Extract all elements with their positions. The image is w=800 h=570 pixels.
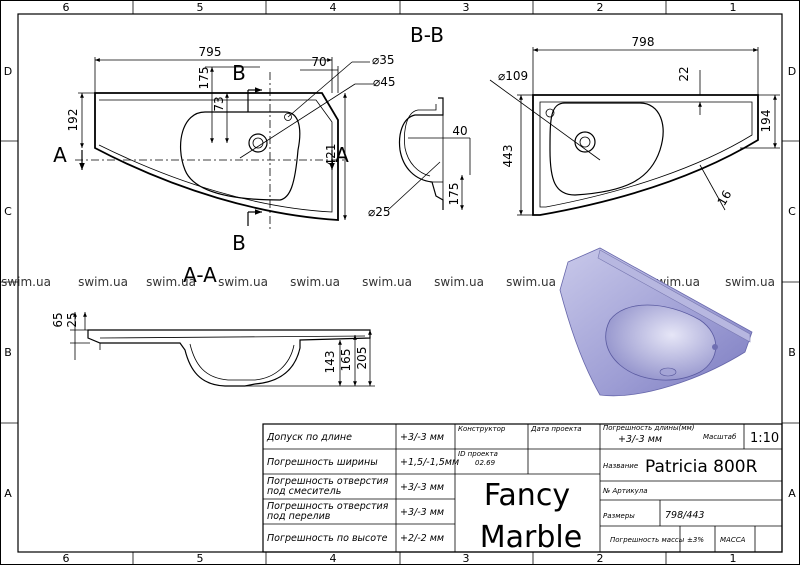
tb-project-id-label: ID проекта [458, 450, 498, 458]
dim-175-plan: 175 [197, 67, 211, 90]
grid-row-left-a: A [4, 487, 12, 500]
tb-scale-value: 1:10 [750, 431, 779, 446]
watermark-7: swim.ua [434, 275, 484, 289]
grid-col-bottom-6: 6 [63, 552, 70, 565]
tb-label-mixer-2: под смеситель [267, 486, 341, 497]
grid-row-right-c: C [788, 205, 796, 218]
tb-label-overflow-2: под перелив [267, 511, 331, 522]
grid-row-right-a: A [788, 487, 796, 500]
dim-diam-35: ⌀35 [372, 53, 395, 67]
grid-col-top-4: 4 [330, 1, 337, 14]
tb-size-label: Размеры [603, 512, 635, 520]
section-aa-title: A-A [183, 263, 217, 287]
brand-line-1: Fancy [484, 478, 570, 513]
section-mark-b-top: B [232, 61, 246, 85]
tb-value-mixer: +3/-3 мм [400, 482, 444, 493]
grid-col-top-1: 1 [730, 1, 737, 14]
grid-row-left-b: B [4, 346, 12, 359]
section-mark-a-right: A [335, 143, 349, 167]
dim-443: 443 [501, 145, 515, 168]
tb-product-name: Patricia 800R [645, 457, 758, 477]
plan-view-left [75, 57, 374, 230]
watermark-8: swim.ua [506, 275, 556, 289]
sink-3d-render [559, 247, 753, 397]
dim-192: 192 [66, 109, 80, 132]
tb-scale-label: Масштаб [703, 433, 737, 441]
watermark-4: swim.ua [218, 275, 268, 289]
watermark-6: swim.ua [362, 275, 412, 289]
grid-col-bottom-3: 3 [463, 552, 470, 565]
tb-value-overflow: +3/-3 мм [400, 507, 444, 518]
dim-22: 22 [677, 66, 691, 81]
dim-143: 143 [323, 351, 337, 374]
section-mark-b-bottom: B [232, 231, 246, 255]
tb-length-tol-label: Погрешность длины(мм) [603, 424, 695, 432]
tb-size-value: 798/443 [665, 510, 704, 521]
dim-16: 16 [715, 188, 735, 208]
tb-name-label: Название [603, 462, 638, 470]
dim-73: 73 [212, 96, 226, 111]
grid-col-top-5: 5 [197, 1, 204, 14]
tb-mass-tol-value: ±3% [687, 536, 704, 544]
dim-421: 421 [324, 144, 338, 167]
dim-diam-109: ⌀109 [498, 69, 528, 83]
tb-value-width: +1,5/-1,5мм [400, 457, 459, 468]
grid-col-bottom-2: 2 [597, 552, 604, 565]
tb-mass-tol-label: Погрешность массы [610, 536, 685, 544]
grid-col-bottom-4: 4 [330, 552, 337, 565]
dim-diam-25: ⌀25 [368, 205, 391, 219]
dim-70: 70 [311, 55, 326, 69]
grid-row-right-b: B [788, 346, 796, 359]
section-aa-view [70, 312, 375, 387]
section-bb-title: B-B [410, 23, 444, 47]
tb-article-label: № Артикула [602, 487, 648, 495]
grid-row-left-d: D [4, 65, 12, 78]
dim-40: 40 [452, 124, 467, 138]
tb-constructor-label: Конструктор [458, 425, 506, 433]
dim-165: 165 [339, 349, 353, 372]
watermark-5: swim.ua [290, 275, 340, 289]
dim-798: 798 [632, 35, 655, 49]
tb-date-label: Дата проекта [530, 425, 582, 433]
brand-line-2: Marble [480, 520, 582, 555]
tb-value-length: +3/-3 мм [400, 432, 444, 443]
tb-label-height: Погрешность по высоте [267, 533, 388, 544]
tb-label-length: Допуск по длине [266, 432, 352, 443]
dim-194: 194 [759, 110, 773, 133]
tb-label-overflow-1: Погрешность отверстия [267, 501, 389, 512]
dim-65: 65 [51, 312, 65, 327]
grid-col-bottom-5: 5 [197, 552, 204, 565]
tb-project-id-value: 02.69 [475, 459, 496, 467]
grid-row-left-c: C [4, 205, 12, 218]
grid-col-bottom-1: 1 [730, 552, 737, 565]
dim-795: 795 [199, 45, 222, 59]
grid-row-right-d: D [788, 65, 796, 78]
watermark-2: swim.ua [78, 275, 128, 289]
section-mark-a-left: A [53, 143, 67, 167]
plan-view-right [489, 47, 780, 216]
dim-175-section: 175 [447, 183, 461, 206]
grid-col-top-6: 6 [63, 1, 70, 14]
watermark-3: swim.ua [146, 275, 196, 289]
tb-label-width: Погрешность ширины [267, 457, 378, 468]
watermark-1: swim.ua [1, 275, 51, 289]
grid-col-top-2: 2 [597, 1, 604, 14]
tb-value-height: +2/-2 мм [400, 533, 444, 544]
section-bb-view [387, 97, 471, 211]
title-block [262, 423, 783, 553]
dim-205: 205 [355, 347, 369, 370]
grid-col-top-3: 3 [463, 1, 470, 14]
dim-25: 25 [65, 312, 79, 327]
watermark-11: swim.ua [725, 275, 775, 289]
dim-diam-45: ⌀45 [373, 75, 396, 89]
tb-label-mixer-1: Погрешность отверстия [267, 476, 389, 487]
tb-length-tol-value: +3/-3 мм [618, 434, 662, 445]
tb-mass-label: МАССА [720, 536, 746, 544]
